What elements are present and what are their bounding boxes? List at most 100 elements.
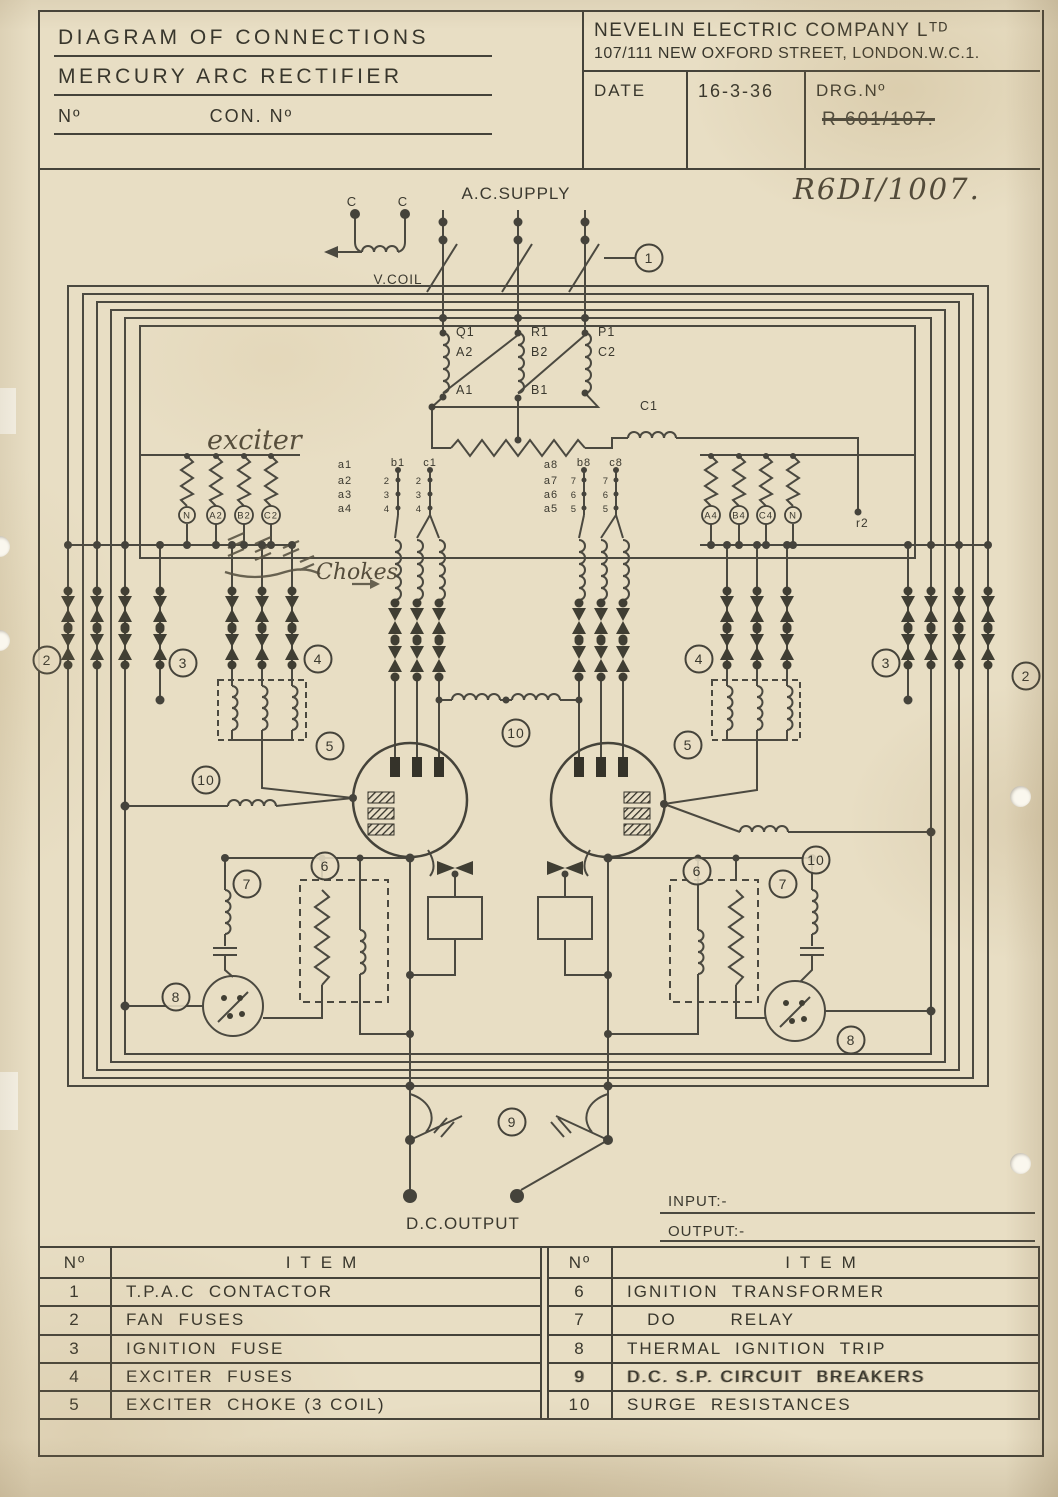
legend-table: Nº ITEM 1 T.P.A.C CONTACTOR 2 FAN FUSES … [38,1246,1040,1420]
item-name: EXCITER FUSES [126,1366,294,1386]
callout-number: 2 [1022,668,1031,684]
tap-a2-label: a2 [338,475,352,487]
item-no: 3 [40,1335,112,1362]
terminal-label: B4 [732,511,746,522]
punch-hole [0,630,10,651]
doc-number-row: Nº CON. Nº [54,96,492,135]
item-name: IGNITION FUSE [126,1338,285,1358]
callout-5-left: 5 [315,731,345,761]
legend-left: Nº ITEM 1 T.P.A.C CONTACTOR 2 FAN FUSES … [40,1248,540,1419]
callout-6-left: 6 [310,851,340,881]
callout-4-left: 4 [303,644,333,674]
callout-number: 5 [326,738,335,754]
drg-number-struck: R 601/107. [822,109,935,130]
title-block-left: DIAGRAM OF CONNECTIONS MERCURY ARC RECTI… [38,12,582,168]
item-no: 4 [40,1363,112,1390]
item-no: 10 [549,1391,613,1419]
legend-right-header: Nº ITEM [549,1248,1038,1278]
punch-hole [1010,786,1031,807]
tap-number: 5 [571,504,577,515]
callout-4-right: 4 [684,644,714,674]
callout-number: 10 [197,772,215,788]
tap-c1-label: c1 [423,457,437,469]
perimeter-bus-lines [67,285,989,1087]
r2-label: r2 [856,516,869,530]
callout-number: 10 [807,852,825,868]
dc-output-label: D.C.OUTPUT [406,1214,520,1233]
item-no: 1 [40,1279,112,1306]
callout-3-left: 3 [168,648,198,678]
punch-hole [1010,1153,1031,1174]
primary-b2-label: B2 [531,345,548,359]
primary-p1-label: P1 [598,325,615,339]
callout-number: 9 [508,1114,517,1130]
c-terminal-label-right: C [398,194,408,209]
title-block: DIAGRAM OF CONNECTIONS MERCURY ARC RECTI… [38,10,1040,170]
output-label: OUTPUT:- [668,1223,745,1240]
callout-3-right: 3 [871,648,901,678]
tap-a5-label: a5 [544,503,558,515]
legend-row-3: 3 IGNITION FUSE [40,1333,540,1362]
item-name: EXCITER CHOKE (3 COIL) [126,1394,386,1414]
fuses [61,586,995,682]
callout-8-left: 8 [161,982,191,1012]
terminal-label: N [183,511,191,522]
legend-row-1: 1 T.P.A.C CONTACTOR [40,1277,540,1306]
no-label: Nº [58,106,82,126]
callout-number: 8 [172,989,181,1005]
drg-label: DRG.Nº [816,81,886,100]
doc-title-line1: DIAGRAM OF CONNECTIONS [54,18,492,57]
date-drg-row: DATE 16-3-36 DRG.Nº R 601/107. [584,72,1040,168]
callout-6-right: 6 [682,856,712,886]
tap-b1-label: b1 [391,457,405,469]
scan-artifact-strip [0,388,16,434]
callout-1: 1 [634,243,664,273]
scan-artifact-strip [0,1072,18,1130]
title-block-right: NEVELIN ELECTRIC COMPANY Lᵀᴰ 107/111 NEW… [582,12,1040,168]
terminal-a2: A2 [206,505,226,525]
punch-hole [0,536,10,557]
callout-7-left: 7 [232,869,262,899]
date-label: DATE [584,72,688,168]
callout-number: 4 [695,651,704,667]
callout-number: 2 [43,652,52,668]
tap-a1-label: a1 [338,459,352,471]
callout-number: 8 [847,1032,856,1048]
anode-plates [367,791,651,836]
item-no: 9 [549,1363,613,1390]
callout-8-right: 8 [836,1025,866,1055]
date-value: 16-3-36 [688,72,806,168]
terminal-n-left: N [178,506,196,524]
tap-a6-label: a6 [544,489,558,501]
callout-number: 7 [243,876,252,892]
drg-cell: DRG.Nº R 601/107. [806,72,1040,168]
mercury-arc-bulbs [351,741,667,859]
tap-a7-label: a7 [544,475,558,487]
legend-row-4: 4 EXCITER FUSES [40,1361,540,1390]
legend-row-6: 6 IGNITION TRANSFORMER [549,1277,1038,1306]
dc-output-terminal-left [403,1189,417,1203]
transformer-enclosure [139,325,916,559]
legend-left-header: Nº ITEM [40,1248,540,1278]
callout-number: 3 [882,655,891,671]
terminal-n-right: N [784,506,802,524]
wiring [68,210,1035,1242]
legend-row-8: 8 THERMAL IGNITION TRIP [549,1333,1038,1362]
tap-number: 7 [603,476,609,487]
tap-number: 2 [384,476,390,487]
callout-10-right: 10 [801,845,831,875]
exciter-handwritten-note: exciter [207,425,304,456]
junction-dots [64,209,992,1203]
item-header: ITEM [285,1252,367,1272]
no-header: Nº [549,1248,613,1278]
callout-10-left: 10 [191,765,221,795]
terminal-label: B2 [237,511,251,522]
exciter-choke-boxes [217,679,801,741]
primary-q1-label: Q1 [456,325,475,339]
c-terminal-label-left: C [347,194,357,209]
terminal-c4: C4 [756,505,776,525]
primary-c2-label: C2 [598,345,616,359]
tap-c8-label: c8 [609,457,623,469]
tap-number: 2 [416,476,422,487]
